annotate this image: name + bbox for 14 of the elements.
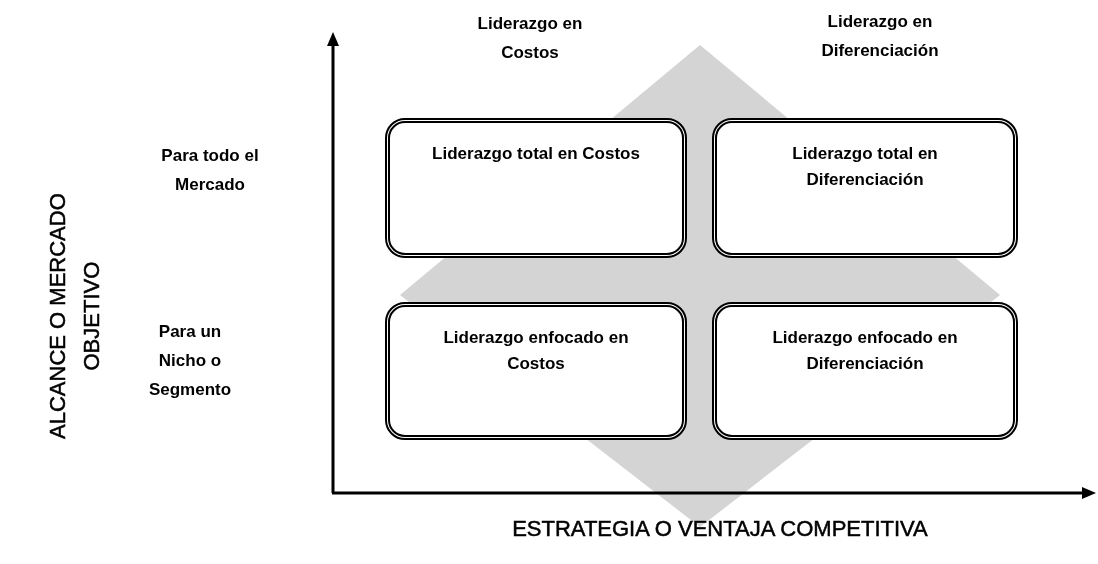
card-text: Liderazgo total en Diferenciación <box>791 143 939 192</box>
column-header: Liderazgo en Diferenciación <box>820 11 940 62</box>
card-text: Liderazgo total en Costos <box>431 143 641 165</box>
axis-title: ALCANCE O MERCADO OBJETIVO <box>43 192 105 441</box>
strategy-card <box>385 118 687 258</box>
strategy-card <box>712 118 1018 258</box>
card-text: Liderazgo enfocado en Costos <box>442 327 630 376</box>
row-header: Para todo el Mercado <box>160 145 260 196</box>
row-header: Para un Nicho o Segmento <box>147 321 233 401</box>
column-header: Liderazgo en Costos <box>476 13 584 64</box>
strategy-card <box>712 302 1018 440</box>
strategy-card <box>385 302 687 440</box>
axis-title: ESTRATEGIA O VENTAJA COMPETITIVA <box>511 515 929 543</box>
card-text: Liderazgo enfocado en Diferenciación <box>771 327 959 376</box>
